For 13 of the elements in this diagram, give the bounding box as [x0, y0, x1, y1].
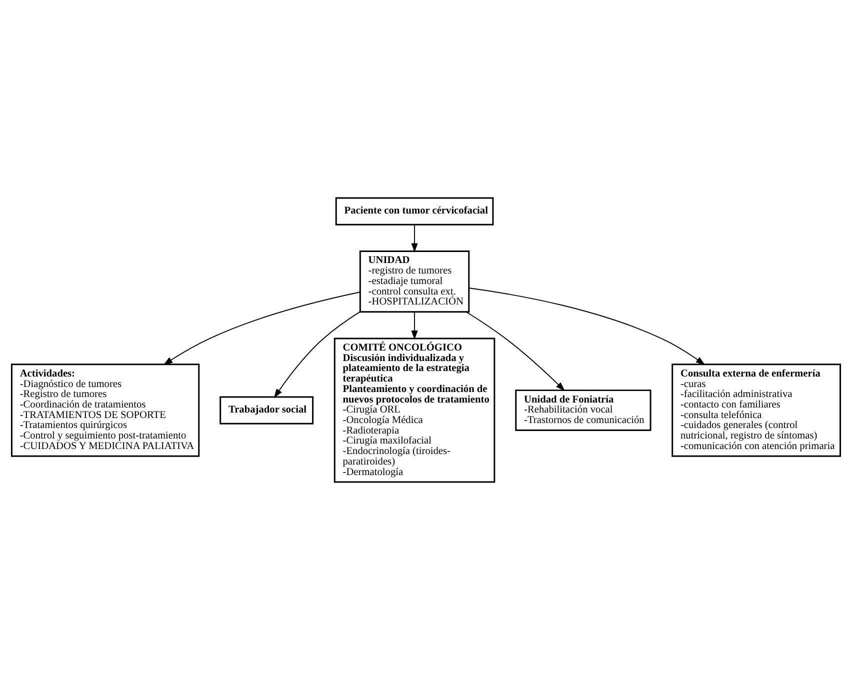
node-box: Trabajador social — [220, 396, 314, 424]
node-box: Consulta externa de enfermería -curas -facilitación administrativa -contacto con familiares -consulta telefónica -cuidados generales (control nutricional, registro de síntomas) -comunicación con atención primaria — [672, 363, 842, 456]
arrow — [274, 310, 360, 398]
node-box: COMITÉ ONCOLÓGICO Discusión individualizada y plateamiento de la estrategia terapéutica Planteamiento y coordinación de nuevos protocolos de tratamiento -Cirugía ORL -Oncología Médica -Radioterapia -Cirugía maxilofacial -Endocrinología (tiroides-paratiroides) -Dermatología — [334, 337, 496, 482]
arrow — [466, 310, 566, 391]
node-box: UNIDAD -registro de tumores -estadiaje tumoral -control consulta ext. -HOSPITALIZACIÓN — [359, 250, 470, 312]
arrow — [411, 311, 418, 340]
node-box: Actividades: -Diagnóstico de tumores -Registro de tumores -Coordinación de tratamientos -TRATAMIENTOS DE SOPORTE -Tratamientos quirúrgicos -Control y seguimiento post-tratamiento -CUIDADOS Y MEDICINA PALIATIVA — [10, 363, 200, 456]
arrow — [163, 291, 360, 365]
arrow — [411, 224, 418, 252]
node-box: Unidad de Foniatría -Rehabilitación vocal -Trastornos de comunicación — [515, 389, 652, 430]
node-box: Paciente con tumor cérvicofacial — [335, 196, 494, 225]
arrow — [468, 287, 706, 365]
